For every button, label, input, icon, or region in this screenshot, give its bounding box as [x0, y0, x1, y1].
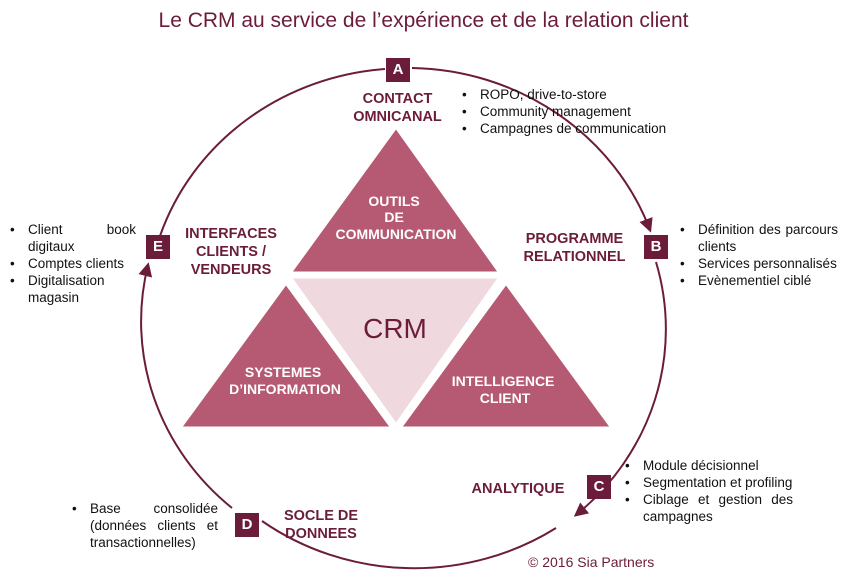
triangle-outils-communication [287, 124, 503, 275]
list-item: ROPO, drive-to-store [460, 86, 700, 103]
cycle-arrow-c-to-d [261, 520, 557, 570]
phase-label-contact-omnicanal: CONTACT OMNICANAL [335, 90, 460, 126]
list-item: Segmentation et profiling [623, 474, 793, 491]
list-item: Digitalisation magasin [8, 272, 136, 306]
copyright-notice: © 2016 Sia Partners [528, 554, 655, 570]
phase-b-line-2: RELATIONNEL [523, 249, 626, 265]
phase-b-line-1: PROGRAMME [525, 231, 624, 247]
list-item: Evènementiel ciblé [678, 272, 838, 289]
phase-badge-e: E [146, 235, 170, 259]
phase-d-bullets: Base consolidée (données clients et tran… [70, 500, 218, 551]
triangle-top-line-3: COMMUNICATION [335, 226, 456, 242]
svg-text:SYSTEMES D’INFORMATION: SYSTEMES D’INFORMATION [229, 364, 341, 397]
svg-text:OUTILS DE COMMUNICATIO: OUTILS DE COMMUNICATION [335, 193, 456, 242]
list-item: Base consolidée (données clients et tran… [70, 500, 218, 551]
list-item: Module décisionnel [623, 457, 793, 474]
phase-badge-b: B [644, 235, 668, 259]
cycle-arrow-d-to-e [138, 262, 233, 509]
phase-e-bullets: Client book digitaux Comptes clients Dig… [8, 221, 136, 306]
phase-a-line-2: OMNICANAL [353, 109, 442, 125]
triangle-left-line-2: D’INFORMATION [229, 381, 341, 397]
phase-label-programme-relationnel: PROGRAMME RELATIONNEL [512, 230, 637, 266]
list-item: Comptes clients [8, 255, 136, 272]
phase-d-line-2: DONNEES [285, 526, 357, 542]
phase-e-line-2: CLIENTS / [195, 244, 267, 260]
phase-label-socle-donnees: SOCLE DE DONNEES [266, 507, 376, 543]
list-item: Définition des parcours clients [678, 221, 838, 255]
list-item: Community management [460, 103, 700, 120]
triangle-crm-center [287, 275, 503, 428]
crm-center-label: CRM [363, 313, 427, 344]
phase-label-analytique: ANALYTIQUE [458, 480, 578, 498]
phase-badge-a: A [386, 58, 410, 82]
phase-a-line-1: CONTACT [362, 91, 433, 107]
phase-c-line-1: ANALYTIQUE [471, 481, 565, 497]
list-item: Services personnalisés [678, 255, 838, 272]
phase-d-line-1: SOCLE DE [283, 508, 359, 524]
phase-e-line-3: VENDEURS [190, 262, 272, 278]
list-item: Client book digitaux [8, 221, 136, 255]
triangle-top-line-2: DE [384, 209, 403, 225]
phase-label-interfaces: INTERFACES CLIENTS / VENDEURS [172, 225, 290, 279]
triangle-intelligence-client [397, 280, 615, 430]
diagram-title: Le CRM au service de l’expérience et de … [158, 9, 689, 32]
phase-e-line-1: INTERFACES [185, 226, 277, 242]
triangle-right-line-2: CLIENT [480, 390, 531, 406]
list-item: Ciblage et gestion des campagnes [623, 491, 793, 525]
triangle-systemes-information [177, 280, 395, 430]
phase-badge-c: C [587, 475, 611, 499]
phase-a-bullets: ROPO, drive-to-store Community managemen… [460, 86, 700, 137]
triangle-left-line-1: SYSTEMES [245, 364, 321, 380]
svg-text:INTELLIGENCE CLIENT: INTELLIGENCE CLIENT [452, 373, 559, 406]
triangle-right-line-1: INTELLIGENCE [452, 373, 555, 389]
phase-c-bullets: Module décisionnel Segmentation et profi… [623, 457, 793, 525]
phase-badge-d: D [235, 513, 259, 537]
phase-b-bullets: Définition des parcours clients Services… [678, 221, 838, 289]
cycle-arrow-e-to-a [159, 68, 386, 237]
triangle-top-line-1: OUTILS [368, 193, 419, 209]
list-item: Campagnes de communication [460, 120, 700, 137]
